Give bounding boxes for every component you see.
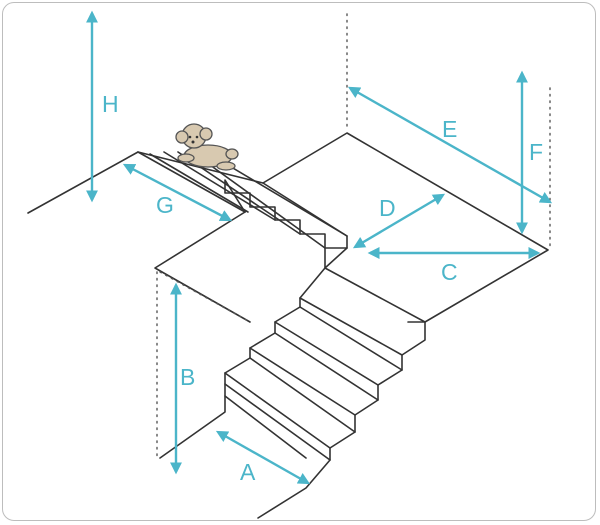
dog-nose <box>191 140 195 144</box>
label-h: H <box>102 91 119 117</box>
dog-eye-right <box>195 135 199 139</box>
stair-tread-5 <box>224 372 331 449</box>
stair-riser-2 <box>274 332 379 401</box>
opening-edge <box>154 211 251 323</box>
dog-ear-left <box>175 130 189 144</box>
label-d: D <box>379 195 396 221</box>
dog-ear-right <box>199 127 213 141</box>
stair-riser-1 <box>299 306 403 371</box>
stair-tread-1 <box>324 267 426 323</box>
stair-riser-3 <box>249 357 356 433</box>
landing-outline <box>262 132 549 323</box>
stair-tread-6 <box>224 395 307 459</box>
dog-leg-back <box>216 161 236 171</box>
label-f: F <box>529 139 543 165</box>
label-b: B <box>180 364 195 390</box>
label-e: E <box>442 116 457 142</box>
label-a: A <box>240 459 256 485</box>
dog-icon <box>175 123 239 171</box>
landing-front <box>324 247 348 269</box>
stair-tread-3 <box>274 321 379 386</box>
dimension-arrow-d <box>352 193 446 249</box>
main-stairs-outline <box>159 267 326 459</box>
label-g: G <box>156 192 174 218</box>
dimension-arrow-g <box>122 163 233 222</box>
stair-tread-2 <box>299 297 403 356</box>
stair-riser-4 <box>224 383 331 461</box>
dog-tail <box>225 148 239 160</box>
hidden-line-diagonal <box>159 271 251 323</box>
label-c: C <box>441 259 458 285</box>
dog-leg-front <box>177 153 195 163</box>
main-stairs-right <box>257 321 426 519</box>
dog-eye-left <box>188 135 192 139</box>
dimension-arrow-e <box>347 86 553 204</box>
upper-flight-outline <box>137 151 348 249</box>
stair-tread-4 <box>249 347 356 416</box>
dimension-arrow-a <box>215 430 311 485</box>
